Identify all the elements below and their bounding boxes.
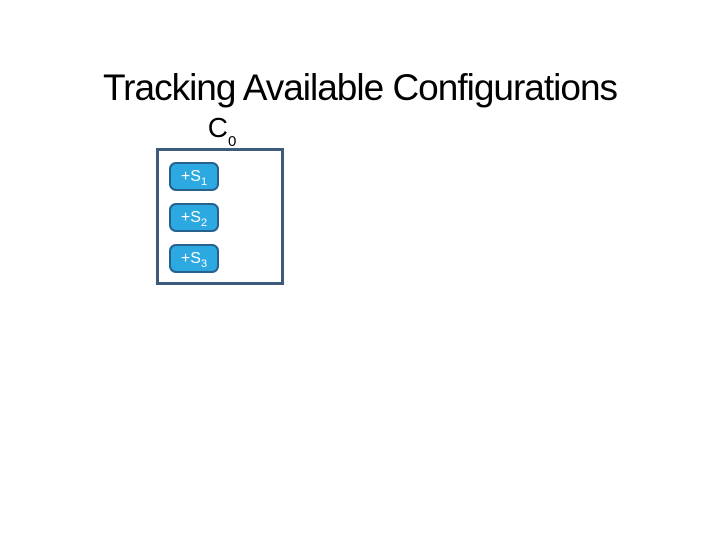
configuration-label-base: C [207,112,228,143]
slide-title: Tracking Available Configurations [102,66,618,108]
configuration-label-subscript: 0 [227,132,237,150]
statement-button-s3-label: +S [180,249,201,267]
statement-button-s1-label: +S [180,167,201,185]
statement-button-s2-label: +S [180,208,201,226]
configuration-label: C0 [156,112,288,148]
